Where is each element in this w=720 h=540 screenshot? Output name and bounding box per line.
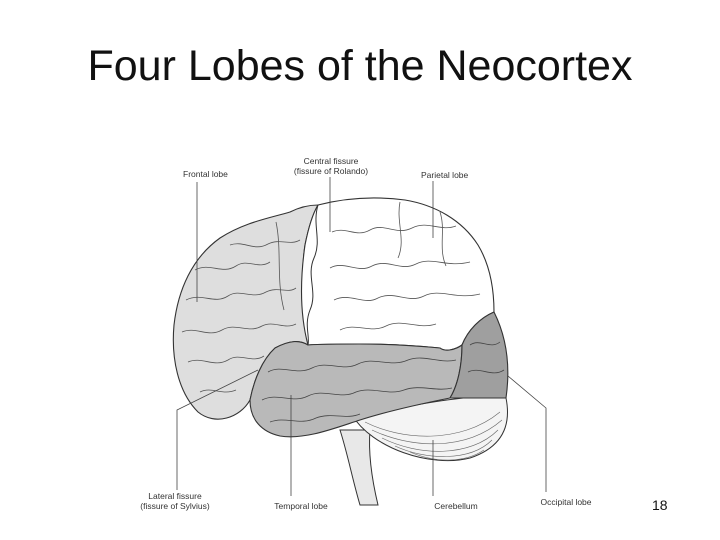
occipital-lobe-label: Occipital lobe: [540, 497, 591, 507]
lateral-fissure-label-line1: Lateral fissure: [148, 491, 202, 501]
slide-title: Four Lobes of the Neocortex: [87, 42, 633, 90]
occipital-gyri: [467, 341, 505, 374]
parietal-lobe: [301, 197, 495, 351]
page-number: 18: [652, 497, 668, 513]
parietal-gyri: [329, 201, 481, 331]
frontal-gyri: [181, 221, 301, 393]
brain-stem: [339, 429, 379, 506]
central-fissure-label-line2: (fissure of Rolando): [294, 166, 368, 176]
parietal-lobe-label: Parietal lobe: [421, 170, 469, 180]
leader-lines: [176, 177, 547, 496]
occipital-lobe-leader: [507, 375, 547, 492]
frontal-lobe-label: Frontal lobe: [183, 169, 228, 179]
temporal-gyri: [261, 357, 457, 423]
occipital-lobe: [449, 311, 509, 399]
temporal-lobe-label: Temporal lobe: [274, 501, 328, 511]
lateral-fissure-leader: [176, 369, 259, 490]
central-fissure-label-line1: Central fissure: [304, 156, 359, 166]
lateral-fissure-label-line2: (fissure of Sylvius): [140, 501, 210, 511]
cerebellum-label: Cerebellum: [434, 501, 477, 511]
central-sulcus: [306, 204, 319, 346]
